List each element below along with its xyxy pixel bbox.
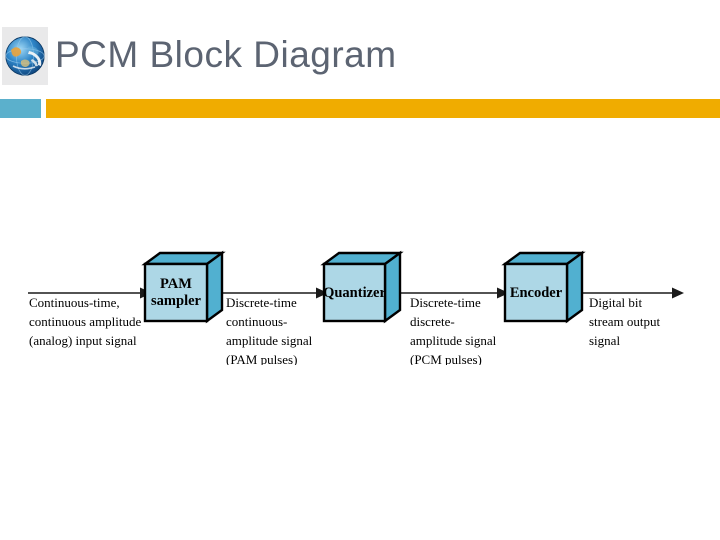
svg-text:(PCM pulses): (PCM pulses) [410,352,482,365]
block-quantizer: Quantizer [320,250,404,324]
block-pam-sampler: PAM sampler [141,250,226,324]
caption-output-signal: Digital bit stream output signal [589,295,661,348]
svg-text:amplitude signal: amplitude signal [226,333,313,348]
block-label-encoder: Encoder [510,285,563,301]
slide-header: PCM Block Diagram [0,0,720,120]
caption-pcm-signal: Discrete-time discrete- amplitude signal… [410,295,497,365]
svg-text:(PAM pulses): (PAM pulses) [226,352,297,365]
caption-pam-signal: Discrete-time continuous- amplitude sign… [226,295,313,365]
svg-text:Digital bit: Digital bit [589,295,642,310]
accent-bar-right [46,99,720,118]
svg-text:amplitude signal: amplitude signal [410,333,497,348]
svg-text:stream output: stream output [589,314,661,329]
svg-text:Discrete-time: Discrete-time [226,295,297,310]
block-encoder: Encoder [501,250,586,324]
svg-text:continuous amplitude: continuous amplitude [29,314,142,329]
accent-bar-left [0,99,41,118]
arrow-pam [213,287,328,299]
svg-text:Discrete-time: Discrete-time [410,295,481,310]
globe-icon [2,27,48,85]
svg-text:Continuous-time,: Continuous-time, [29,295,120,310]
arrow-output [575,287,684,299]
svg-text:(analog) input signal: (analog) input signal [29,333,137,348]
block-label-pam-1: PAM [160,276,192,292]
pcm-block-diagram: PAM sampler Quantizer Encoder Continuous… [0,245,720,365]
block-label-pam-2: sampler [151,293,202,309]
block-label-quantizer: Quantizer [323,285,386,301]
caption-input-signal: Continuous-time, continuous amplitude (a… [29,295,142,348]
svg-text:signal: signal [589,333,620,348]
arrow-pcm [393,287,509,299]
svg-text:discrete-: discrete- [410,314,455,329]
page-title: PCM Block Diagram [55,34,397,75]
svg-text:continuous-: continuous- [226,314,287,329]
